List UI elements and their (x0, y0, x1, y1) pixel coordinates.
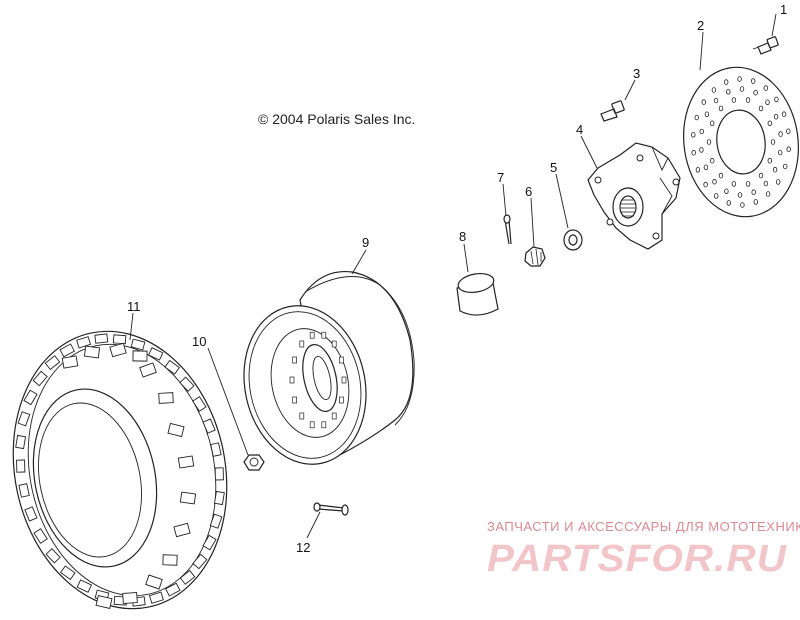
callout-2: 2 (697, 18, 704, 33)
cotter-pin-icon (503, 214, 512, 245)
callout-8: 8 (459, 229, 466, 244)
wheel-rim-icon (243, 270, 415, 465)
callout-7: 7 (497, 170, 504, 185)
washer-icon (563, 229, 583, 251)
watermark: ЗАПЧАСТИ И АКСЕССУАРЫ ДЛЯ МОТОТЕХНИКИ PA… (487, 519, 800, 580)
callout-1: 1 (780, 2, 787, 17)
callout-9: 9 (362, 235, 369, 250)
bolt-icon (752, 36, 779, 55)
callout-11: 11 (127, 299, 141, 314)
callout-4: 4 (576, 122, 583, 137)
tire-icon (12, 330, 228, 610)
watermark-tagline: ЗАПЧАСТИ И АКСЕССУАРЫ ДЛЯ МОТОТЕХНИКИ (487, 519, 800, 534)
castle-nut-icon (524, 246, 546, 267)
wheel-hub-icon (587, 142, 681, 250)
callout-5: 5 (550, 160, 557, 175)
copyright-text: © 2004 Polaris Sales Inc. (258, 111, 415, 127)
callout-12: 12 (296, 540, 310, 555)
brake-disc-icon (682, 66, 800, 218)
callout-numbers: 1 2 3 4 5 6 7 8 9 10 11 12 (127, 2, 787, 555)
bolt-icon (600, 100, 625, 122)
callout-leaders (129, 13, 777, 539)
callout-6: 6 (525, 184, 532, 199)
valve-stem-icon (313, 502, 349, 516)
hub-cap-icon (456, 273, 499, 316)
callout-3: 3 (633, 66, 640, 81)
lug-nut-icon (243, 454, 265, 471)
callout-10: 10 (192, 334, 206, 349)
watermark-logo: PARTSFOR.RU (487, 538, 788, 580)
